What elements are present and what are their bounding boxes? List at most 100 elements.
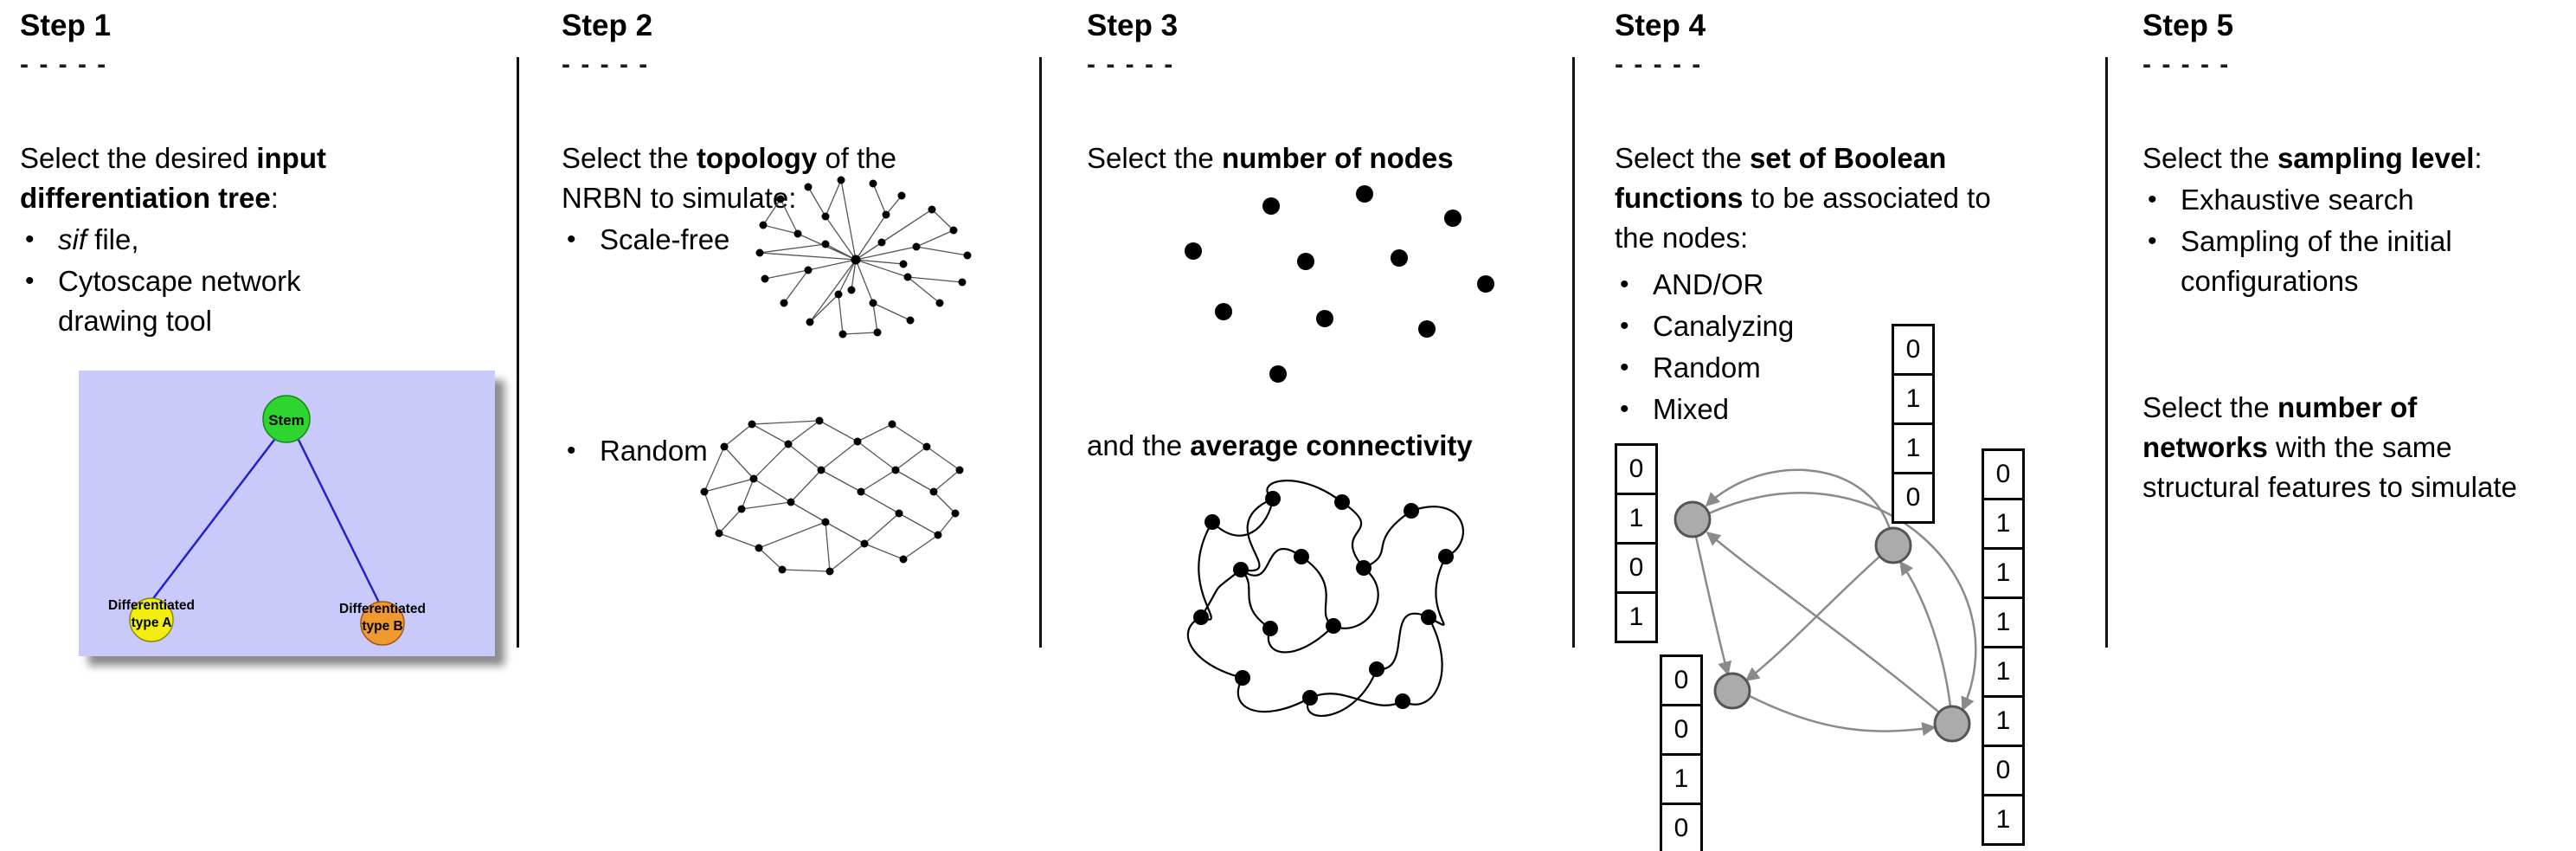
step-1-bullet-list: • sif file, • Cytoscape network drawing …	[20, 220, 504, 343]
truth-table-cell: 1	[1892, 373, 1935, 425]
truth-table-cell: 1	[1982, 596, 2025, 648]
bullet-text: Mixed	[1653, 393, 1730, 425]
truth-table-cell: 0	[1892, 472, 1935, 524]
truth-table-cell: 1	[1982, 794, 2025, 846]
bullet-text: AND/OR	[1653, 268, 1764, 300]
step-3-second: and the average connectivity	[1087, 429, 1473, 461]
step-3-intro: Select the number of nodes	[1087, 142, 1454, 174]
bullet-text: Exhaustive search	[2181, 184, 2414, 216]
type-b-node	[360, 601, 405, 646]
scale-free-nodes	[755, 176, 972, 338]
type-b-label-line1: Differentiated	[339, 602, 426, 616]
step-3-column: Step 3 - - - - - Select the number of no…	[1087, 0, 1567, 851]
connectivity-edges	[1186, 480, 1464, 718]
step-1-intro: Select the desired input differentiation…	[20, 142, 326, 214]
list-item: • Scale-free	[562, 220, 1033, 260]
list-item: • Sampling of the initial configurations	[2142, 222, 2571, 301]
list-item: • Random	[1615, 348, 2099, 388]
step-1-dashes: - - - - -	[20, 50, 108, 79]
bullet-text: Canalyzing	[1653, 310, 1795, 342]
tree-edge-a	[151, 439, 275, 602]
scale-free-network-illustration	[755, 176, 972, 338]
list-item: • sif file,	[20, 220, 504, 260]
step-2-bullet-random: • Random	[562, 431, 1033, 473]
step-4-bullet-list: • AND/OR • Canalyzing • Random • Mixed	[1615, 265, 2099, 431]
truth-table-cell: 1	[1982, 547, 2025, 599]
list-item: • AND/OR	[1615, 265, 2099, 305]
random-edges	[703, 420, 960, 572]
scale-free-edges	[759, 179, 968, 335]
bullet-marker: •	[1620, 270, 1629, 299]
step-5-second: Select the number of networks with the s…	[2142, 391, 2517, 503]
differentiation-tree-illustration: Stem Differentiated type A Differentiate…	[79, 371, 495, 656]
stem-node	[262, 395, 311, 443]
gene-node-4	[1933, 705, 1971, 743]
step-2-column: Step 2 - - - - - Select the topology of …	[562, 0, 1033, 851]
boolean-network-arrows	[1694, 468, 1977, 737]
step-2-intro: Select the topology of the NRBN to simul…	[562, 142, 896, 214]
average-connectivity-illustration	[1186, 480, 1464, 718]
bullet-marker: •	[1620, 353, 1629, 382]
truth-table-cell: 1	[1982, 498, 2025, 550]
bullet-text: sif file,	[58, 223, 139, 255]
list-item: • Cytoscape network drawing tool	[20, 261, 504, 341]
step-4-title: Step 4	[1615, 9, 1706, 42]
truth-table-cell: 1	[1982, 695, 2025, 747]
step-2-bullet-scale-free: • Scale-free	[562, 220, 1033, 261]
type-a-label-line2: type A	[132, 616, 172, 630]
step-5-intro: Select the sampling level:	[2142, 142, 2483, 174]
truth-table-cell: 0	[1892, 324, 1935, 376]
step-1-title: Step 1	[20, 9, 112, 42]
bullet-marker: •	[1620, 312, 1629, 340]
tree-edge-b	[297, 439, 382, 605]
bullet-marker: •	[25, 267, 35, 295]
bullet-marker: •	[2148, 185, 2157, 214]
step-1-column: Step 1 - - - - - Select the desired inpu…	[20, 0, 504, 851]
step-3-dashes: - - - - -	[1087, 50, 1175, 79]
bullet-marker: •	[567, 225, 576, 254]
type-a-label-line1: Differentiated	[108, 598, 195, 613]
truth-table-cell: 0	[1660, 704, 1703, 756]
bullet-marker: •	[1620, 395, 1629, 423]
list-item: • Random	[562, 431, 1033, 471]
list-item: • Mixed	[1615, 390, 2099, 429]
list-item: • Canalyzing	[1615, 306, 2099, 346]
bullet-marker: •	[25, 225, 35, 254]
list-item: • Exhaustive search	[2142, 180, 2571, 220]
step-5-title: Step 5	[2142, 9, 2234, 42]
stem-label: Stem	[268, 412, 305, 429]
bullet-marker: •	[567, 436, 576, 465]
column-divider	[517, 57, 519, 648]
gene-node-1	[1673, 500, 1712, 538]
truth-table-cell: 0	[1982, 448, 2025, 500]
bullet-marker: •	[2148, 227, 2157, 255]
step-3-title: Step 3	[1087, 9, 1179, 42]
step-4-dashes: - - - - -	[1615, 50, 1703, 79]
column-divider	[1572, 57, 1575, 648]
truth-table-cell: 0	[1660, 654, 1703, 706]
step-5-dashes: - - - - -	[2142, 50, 2231, 79]
random-network-illustration	[700, 416, 964, 576]
truth-table-cell: 0	[1615, 542, 1658, 594]
column-divider	[2105, 57, 2108, 648]
bullet-text: Scale-free	[600, 223, 730, 255]
truth-table-cell: 0	[1982, 745, 2025, 796]
bullet-text: Cytoscape network drawing tool	[58, 265, 301, 337]
random-nodes	[700, 416, 964, 576]
truth-table-cell: 1	[1660, 753, 1703, 805]
differentiation-tree-figure: Stem Differentiated type A Differentiate…	[79, 371, 495, 656]
boolean-network-illustration	[1673, 468, 1977, 743]
bullet-text: Random	[600, 435, 708, 467]
nodes-scatter-illustration	[1185, 185, 1494, 383]
connectivity-nodes	[1193, 491, 1454, 709]
column-divider	[1039, 57, 1042, 648]
boolean-network-nodes	[1673, 500, 1971, 743]
step-2-title: Step 2	[562, 9, 653, 42]
truth-table-cell: 0	[1615, 443, 1658, 495]
gene-node-2	[1874, 526, 1912, 564]
